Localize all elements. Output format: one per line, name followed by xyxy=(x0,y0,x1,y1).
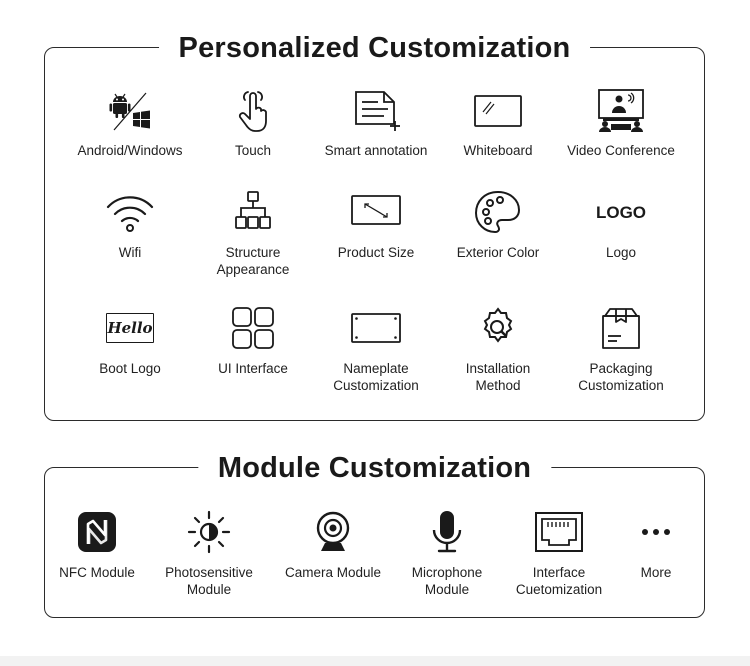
product-size-icon xyxy=(351,195,401,225)
option-video-conference[interactable]: Video Conference xyxy=(561,88,681,159)
option-label: Packaging Customization xyxy=(578,361,664,393)
option-whiteboard[interactable]: Whiteboard xyxy=(438,88,558,159)
option-label: Whiteboard xyxy=(463,143,533,158)
option-interface-customization[interactable]: Interface Cuetomization xyxy=(499,510,619,598)
option-structure-appearance[interactable]: Structure Appearance xyxy=(193,190,313,278)
option-label: Product Size xyxy=(337,245,415,260)
installation-gear-icon xyxy=(483,307,513,343)
option-exterior-color[interactable]: Exterior Color xyxy=(438,190,558,261)
bottom-edge-bar xyxy=(0,656,750,666)
android-windows-icon xyxy=(109,92,150,131)
option-label: Structure Appearance xyxy=(216,245,290,277)
option-microphone-module[interactable]: Microphone Module xyxy=(387,510,507,598)
option-ui-interface[interactable]: UI Interface xyxy=(193,306,313,377)
option-camera-module[interactable]: Camera Module xyxy=(273,510,393,581)
webcam-icon xyxy=(316,511,350,551)
option-label: Boot Logo xyxy=(99,361,161,376)
option-label: Nameplate Customization xyxy=(333,361,419,393)
whiteboard-icon xyxy=(474,95,522,127)
ethernet-port-icon xyxy=(535,512,583,552)
option-smart-annotation[interactable]: Smart annotation xyxy=(316,88,436,159)
option-label: NFC Module xyxy=(59,565,135,580)
video-conference-icon xyxy=(598,89,644,132)
option-label: Wifi xyxy=(118,245,142,260)
color-palette-icon xyxy=(474,190,521,234)
option-label: Photosensitive Module xyxy=(165,565,253,597)
nfc-icon xyxy=(78,512,116,552)
boot-logo-icon: Hello xyxy=(104,306,156,352)
option-label: Interface Cuetomization xyxy=(515,565,603,597)
option-label: More xyxy=(640,565,672,580)
option-label: Logo xyxy=(605,245,637,260)
personalized-customization-title: Personalized Customization xyxy=(158,28,591,68)
option-wifi[interactable]: Wifi xyxy=(70,190,190,261)
touch-hand-icon xyxy=(238,91,267,132)
option-nfc-module[interactable]: NFC Module xyxy=(37,510,157,581)
logo-text-icon: LOGO xyxy=(595,190,647,236)
module-customization-title: Module Customization xyxy=(197,448,552,488)
ui-grid-icon xyxy=(232,307,274,349)
option-boot-logo[interactable]: Hello Boot Logo xyxy=(70,306,190,377)
microphone-icon xyxy=(432,511,462,553)
option-packaging[interactable]: Packaging Customization xyxy=(561,306,681,394)
option-label: Installation Method xyxy=(465,361,531,393)
wifi-icon xyxy=(106,196,154,232)
package-box-icon xyxy=(602,308,640,349)
more-dots-icon xyxy=(642,529,670,535)
option-label: Camera Module xyxy=(284,565,382,580)
option-logo[interactable]: LOGO Logo xyxy=(561,190,681,261)
option-label: UI Interface xyxy=(218,361,288,376)
option-nameplate[interactable]: Nameplate Customization xyxy=(316,306,436,394)
option-more[interactable]: More xyxy=(596,510,716,581)
option-label: Smart annotation xyxy=(324,143,428,158)
option-label: Touch xyxy=(234,143,272,158)
module-customization-panel: Module Customization xyxy=(44,448,705,618)
option-label: Video Conference xyxy=(567,143,675,158)
option-photosensitive-module[interactable]: Photosensitive Module xyxy=(149,510,269,598)
option-android-windows[interactable]: Android/Windows xyxy=(70,88,190,159)
annotation-document-icon xyxy=(355,91,400,131)
option-label: Android/Windows xyxy=(77,143,183,158)
option-label: Microphone Module xyxy=(411,565,483,597)
boot-logo-text: Hello xyxy=(107,319,153,337)
logo-text: LOGO xyxy=(595,203,647,222)
structure-hierarchy-icon xyxy=(235,191,271,229)
nameplate-icon xyxy=(351,313,401,343)
option-product-size[interactable]: Product Size xyxy=(316,190,436,261)
option-label: Exterior Color xyxy=(456,245,540,260)
option-touch[interactable]: Touch xyxy=(193,88,313,159)
option-installation-method[interactable]: Installation Method xyxy=(438,306,558,394)
sun-brightness-icon xyxy=(187,510,231,554)
